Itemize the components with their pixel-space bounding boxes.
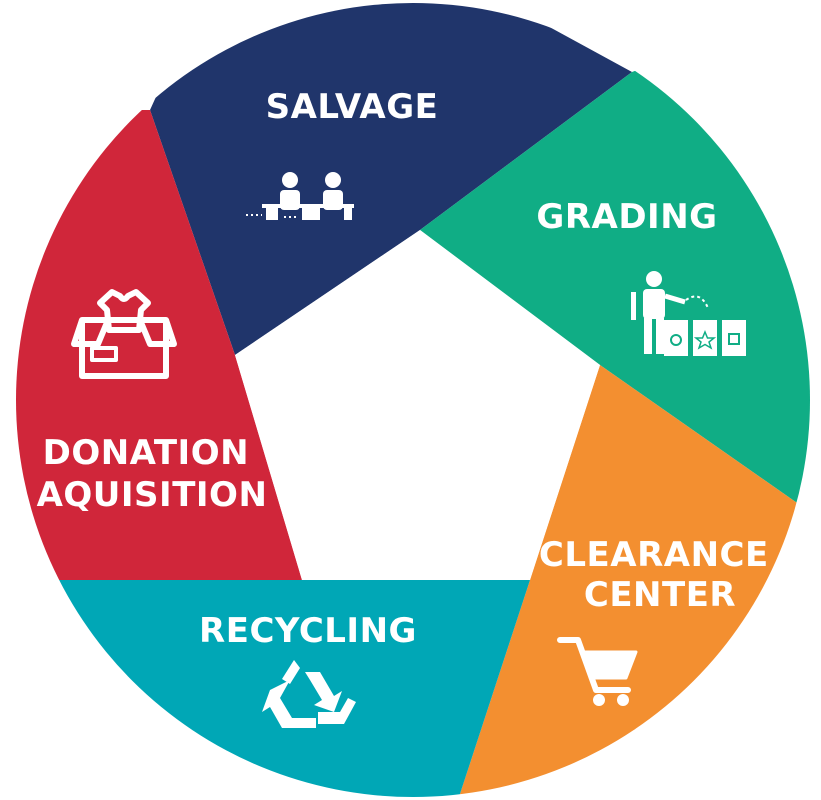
shopping-cart-icon	[557, 637, 638, 706]
person-sorting-bins-icon	[631, 271, 746, 356]
label-donation: DONATION AQUISITION	[37, 433, 268, 515]
recycle-icon	[262, 660, 356, 728]
label-salvage-line-1: SALVAGE	[266, 87, 439, 127]
label-clearance: CLEARANCE CENTER	[539, 535, 781, 615]
label-donation-line-2: AQUISITION	[37, 475, 268, 515]
label-clearance-line-1: CLEARANCE	[539, 535, 769, 575]
label-recycling: RECYCLING	[199, 611, 417, 651]
label-recycling-line-1: RECYCLING	[199, 611, 417, 651]
label-clearance-line-2: CENTER	[584, 575, 736, 615]
segment-salvage	[150, 3, 632, 355]
label-salvage: SALVAGE	[266, 87, 439, 127]
center-pentagon	[235, 230, 600, 580]
label-donation-line-1: DONATION	[43, 433, 249, 473]
workers-at-desk-icon	[246, 172, 354, 220]
label-grading-line-1: GRADING	[536, 197, 717, 237]
clothing-box-icon	[71, 289, 177, 379]
label-grading: GRADING	[536, 197, 717, 237]
